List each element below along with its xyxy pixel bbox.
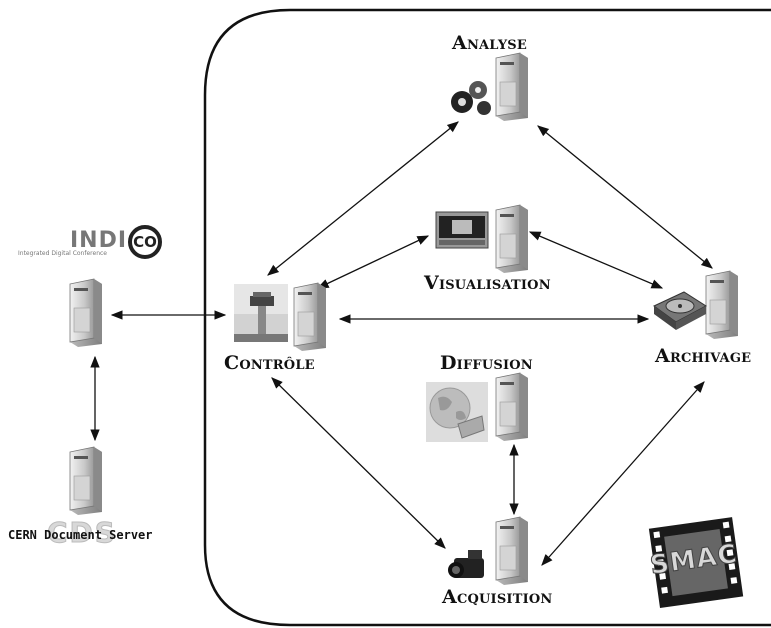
indico-logo-co: CO <box>128 225 162 259</box>
server-icon-indico <box>69 278 103 348</box>
globe-laptop-icon <box>426 382 488 442</box>
node-label-analyse: Analyse <box>452 32 527 54</box>
server-icon-acquisition <box>495 516 529 586</box>
server-icon-cds <box>69 446 103 516</box>
server-icon-diffusion <box>495 372 529 442</box>
server-icon-analyse <box>495 52 529 122</box>
control-tower-icon <box>234 284 288 342</box>
arrow-visualisation-archivage <box>528 231 664 289</box>
cds-logo-text: CERN Document Server <box>8 528 153 542</box>
arrow-controle-acquisition <box>271 377 446 549</box>
connections <box>90 121 713 566</box>
smac-logo <box>648 517 744 609</box>
server-icon-visualisation <box>495 204 529 274</box>
arrow-controle-visualisation <box>316 235 430 289</box>
arrow-analyse-archivage <box>537 125 713 269</box>
node-label-visualisation: Visualisation <box>424 272 551 294</box>
arrow-acquisition-archivage <box>541 381 705 566</box>
server-icon-archivage <box>705 270 739 340</box>
node-label-acquisition: Acquisition <box>442 586 553 608</box>
video-player-icon <box>435 211 489 249</box>
node-label-archivage: Archivage <box>655 345 752 367</box>
node-label-controle: Contrôle <box>224 352 315 374</box>
indico-logo-subtitle: Integrated Digital Conference <box>18 250 107 257</box>
cds-logo-mark: CDS <box>47 516 117 550</box>
server-icon-controle <box>293 282 327 352</box>
node-label-diffusion: Diffusion <box>440 352 533 374</box>
video-camera-icon <box>448 550 484 578</box>
hard-disk-icon <box>653 291 707 330</box>
smac-container <box>203 8 771 627</box>
indico-logo-text: INDI <box>70 228 128 253</box>
arrow-controle-analyse <box>267 121 459 276</box>
gears-icon <box>448 78 492 116</box>
